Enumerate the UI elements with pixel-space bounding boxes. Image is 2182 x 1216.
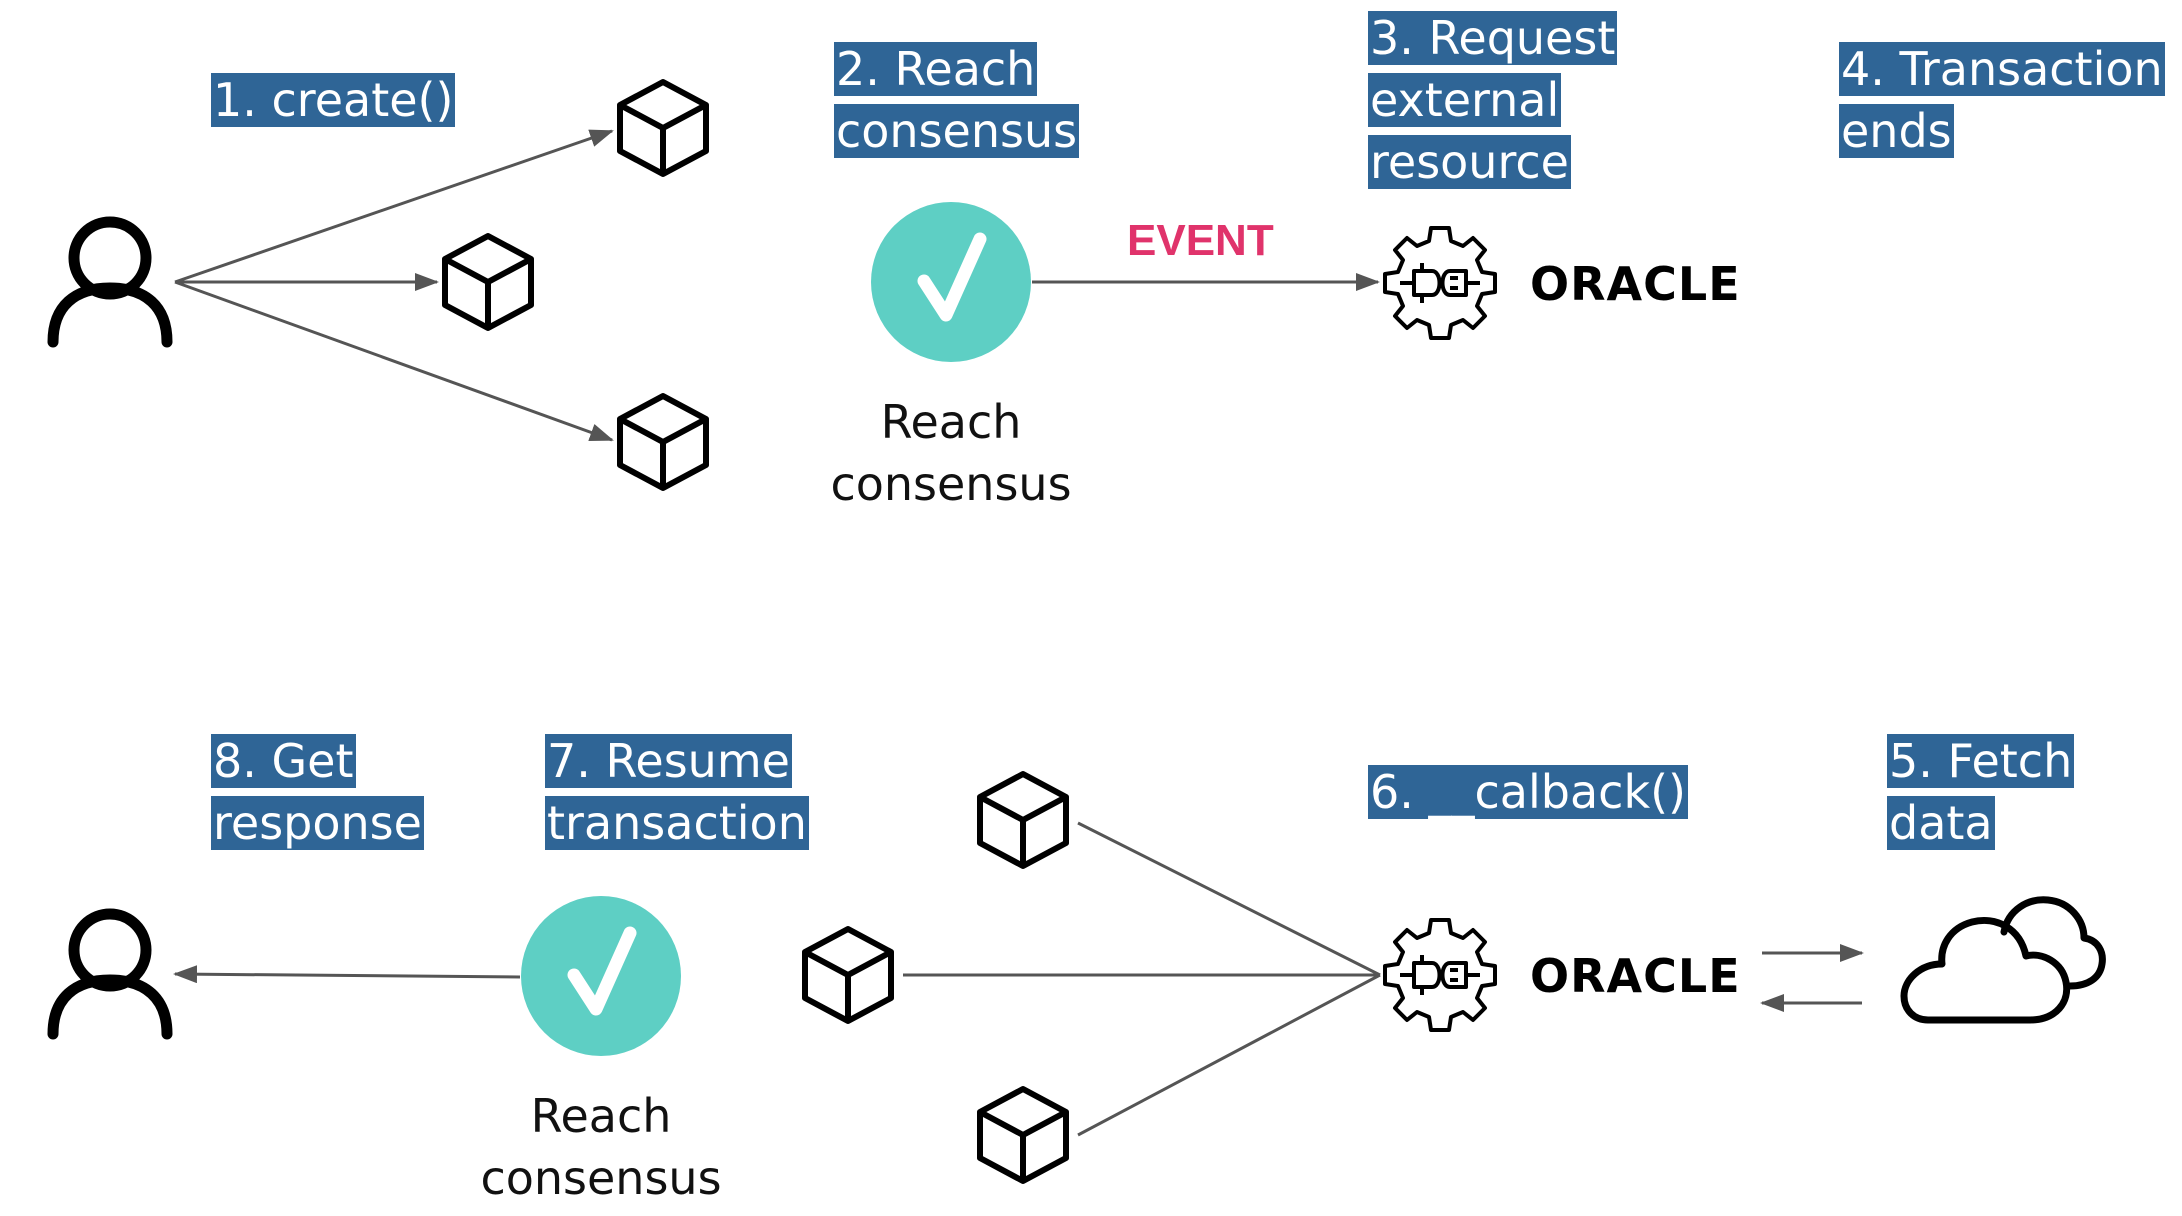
cube-icon — [617, 79, 709, 177]
cube-icon — [977, 771, 1069, 869]
oracle-label: ORACLE — [1530, 949, 1741, 1003]
consensus-caption: Reach consensus — [480, 1089, 722, 1205]
cube-icon — [802, 926, 894, 1024]
user-icon — [47, 216, 173, 348]
gear-plug-icon — [1383, 226, 1497, 340]
step-1-label: 1. create() — [211, 73, 456, 127]
check-circle-icon — [871, 202, 1031, 362]
step-3-label: 3. Request external resource — [1368, 11, 1618, 189]
user-icon — [47, 908, 173, 1040]
step-7-label: 7. Resume transaction — [545, 734, 809, 850]
step-5-label: 5. Fetch data — [1887, 734, 2075, 850]
step-6-label: 6. __calback() — [1368, 765, 1688, 819]
arrow-consensus-to-user — [173, 965, 521, 984]
cube-icon — [977, 1086, 1069, 1184]
line-node-a-to-oracle — [1077, 821, 1381, 977]
cube-icon — [617, 393, 709, 491]
check-circle-icon — [521, 896, 681, 1056]
gear-plug-icon — [1383, 918, 1497, 1032]
event-label: EVENT — [1127, 216, 1274, 265]
arrow-user-to-node-3 — [174, 280, 614, 442]
step-2-label: 2. Reach consensus — [834, 42, 1080, 158]
oracle-label: ORACLE — [1530, 257, 1741, 311]
step-4-label: 4. Transaction ends — [1839, 42, 2165, 158]
line-node-c-to-oracle — [1077, 973, 1381, 1137]
arrow-user-to-node-1 — [174, 129, 614, 284]
cube-icon — [442, 233, 534, 331]
cloud-icon — [1900, 896, 2106, 1024]
step-8-label: 8. Get response — [211, 734, 424, 850]
consensus-caption: Reach consensus — [830, 395, 1072, 511]
